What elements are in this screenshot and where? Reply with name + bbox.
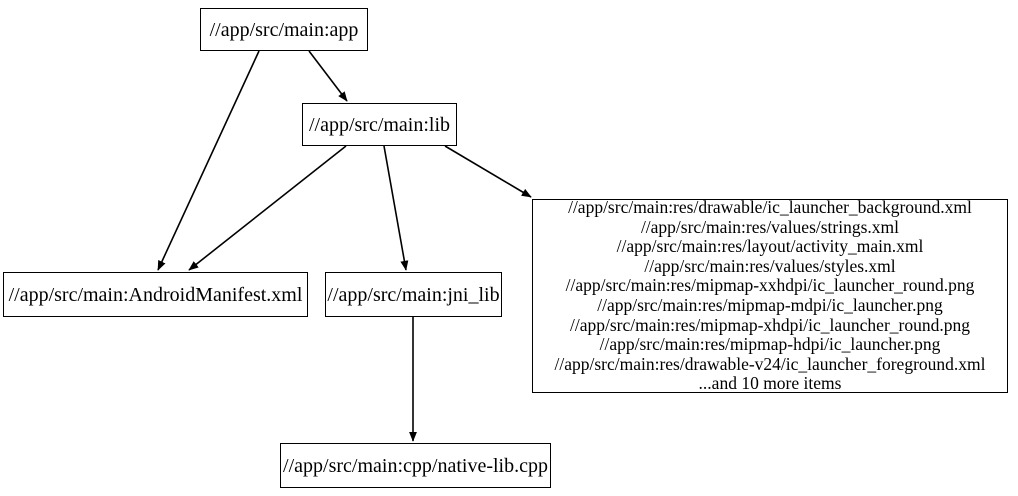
graph-node-app-label: //app/src/main:app xyxy=(209,18,359,41)
graph-node-androidmanifest-label: //app/src/main:AndroidManifest.xml xyxy=(8,283,303,306)
graph-node-jni-lib-label: //app/src/main:jni_lib xyxy=(327,283,500,306)
edge-app-to-lib xyxy=(308,50,348,102)
graph-node-native-lib-cpp[interactable]: //app/src/main:cpp/native-lib.cpp xyxy=(280,443,551,488)
graph-node-jni-lib[interactable]: //app/src/main:jni_lib xyxy=(325,272,502,317)
graph-node-native-lib-cpp-label: //app/src/main:cpp/native-lib.cpp xyxy=(283,454,548,477)
graph-node-lib[interactable]: //app/src/main:lib xyxy=(302,103,457,146)
graph-node-androidmanifest[interactable]: //app/src/main:AndroidManifest.xml xyxy=(3,272,308,317)
graph-node-res-group-label: //app/src/main:res/drawable/ic_launcher_… xyxy=(554,197,986,394)
graph-node-res-group[interactable]: //app/src/main:res/drawable/ic_launcher_… xyxy=(532,197,1008,394)
edge-lib-to-manifest xyxy=(188,145,347,271)
graph-node-app[interactable]: //app/src/main:app xyxy=(200,8,368,51)
edge-lib-to-res xyxy=(444,145,532,198)
graph-node-lib-label: //app/src/main:lib xyxy=(308,113,451,136)
edge-app-to-manifest xyxy=(157,50,260,271)
edge-lib-to-jnilib xyxy=(383,145,409,271)
